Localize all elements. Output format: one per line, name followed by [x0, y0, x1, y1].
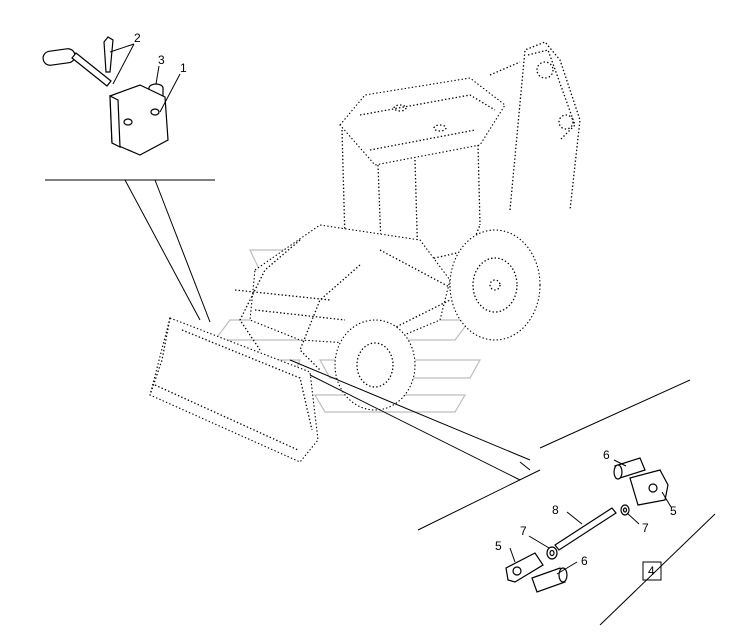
callout-3: 3 — [158, 53, 165, 67]
backhoe-loader-drawing — [149, 41, 581, 463]
callout-7-top: 7 — [642, 521, 649, 535]
callout-2: 2 — [134, 31, 141, 45]
callout-7-bottom: 7 — [520, 524, 527, 538]
callout-6-top: 6 — [603, 448, 610, 462]
callout-leaders — [109, 43, 672, 575]
callout-5-bottom: 5 — [495, 539, 502, 553]
callout-labels: 1 2 3 4 5 5 6 6 7 7 8 — [134, 31, 677, 578]
link-kit-detail — [505, 457, 669, 593]
callout-1: 1 — [180, 61, 187, 75]
callout-6-bottom: 6 — [581, 554, 588, 568]
callout-5-top: 5 — [670, 504, 677, 518]
callout-box-4 — [642, 561, 662, 581]
callout-8: 8 — [552, 503, 559, 517]
pin-and-bracket-detail — [42, 36, 169, 156]
callout-4: 4 — [648, 564, 655, 578]
view-leader-lines — [45, 179, 716, 626]
